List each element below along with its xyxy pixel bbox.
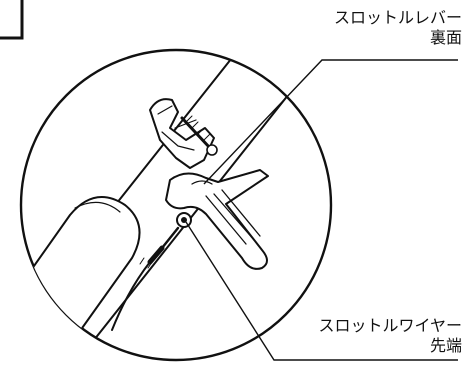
throttle-lever-label: スロットルレバー 裏面 <box>334 8 462 48</box>
leader-line-wire <box>185 221 458 361</box>
throttle-wire-label: スロットルワイヤー 先端 <box>318 316 462 356</box>
clamp-screw <box>180 116 212 150</box>
mount-clamp <box>149 98 215 169</box>
throttle-lever-label-line2: 裏面 <box>429 28 462 47</box>
throttle-wire-label-line2: 先端 <box>429 336 462 355</box>
corner-bracket <box>0 0 24 40</box>
throttle-lever-label-line1: スロットルレバー <box>333 8 462 27</box>
leader-line-lever <box>203 59 458 185</box>
grip-shading <box>74 201 121 213</box>
throttle-wire <box>160 226 180 250</box>
throttle-lever <box>165 169 269 270</box>
throttle-wire-label-line1: スロットルワイヤー <box>318 316 462 335</box>
wire-cable <box>111 261 151 331</box>
